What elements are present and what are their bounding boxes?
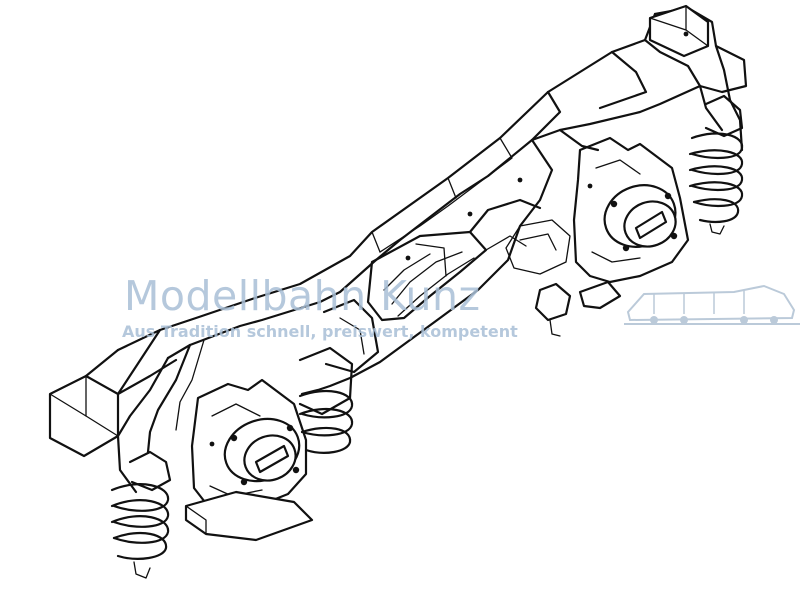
left-axle-assembly bbox=[184, 346, 354, 542]
left-coil-springs bbox=[110, 389, 354, 579]
center-crossmember bbox=[322, 198, 542, 374]
right-coil-springs bbox=[688, 94, 744, 235]
right-axle-assembly bbox=[505, 136, 690, 284]
fastener-details bbox=[209, 31, 689, 447]
